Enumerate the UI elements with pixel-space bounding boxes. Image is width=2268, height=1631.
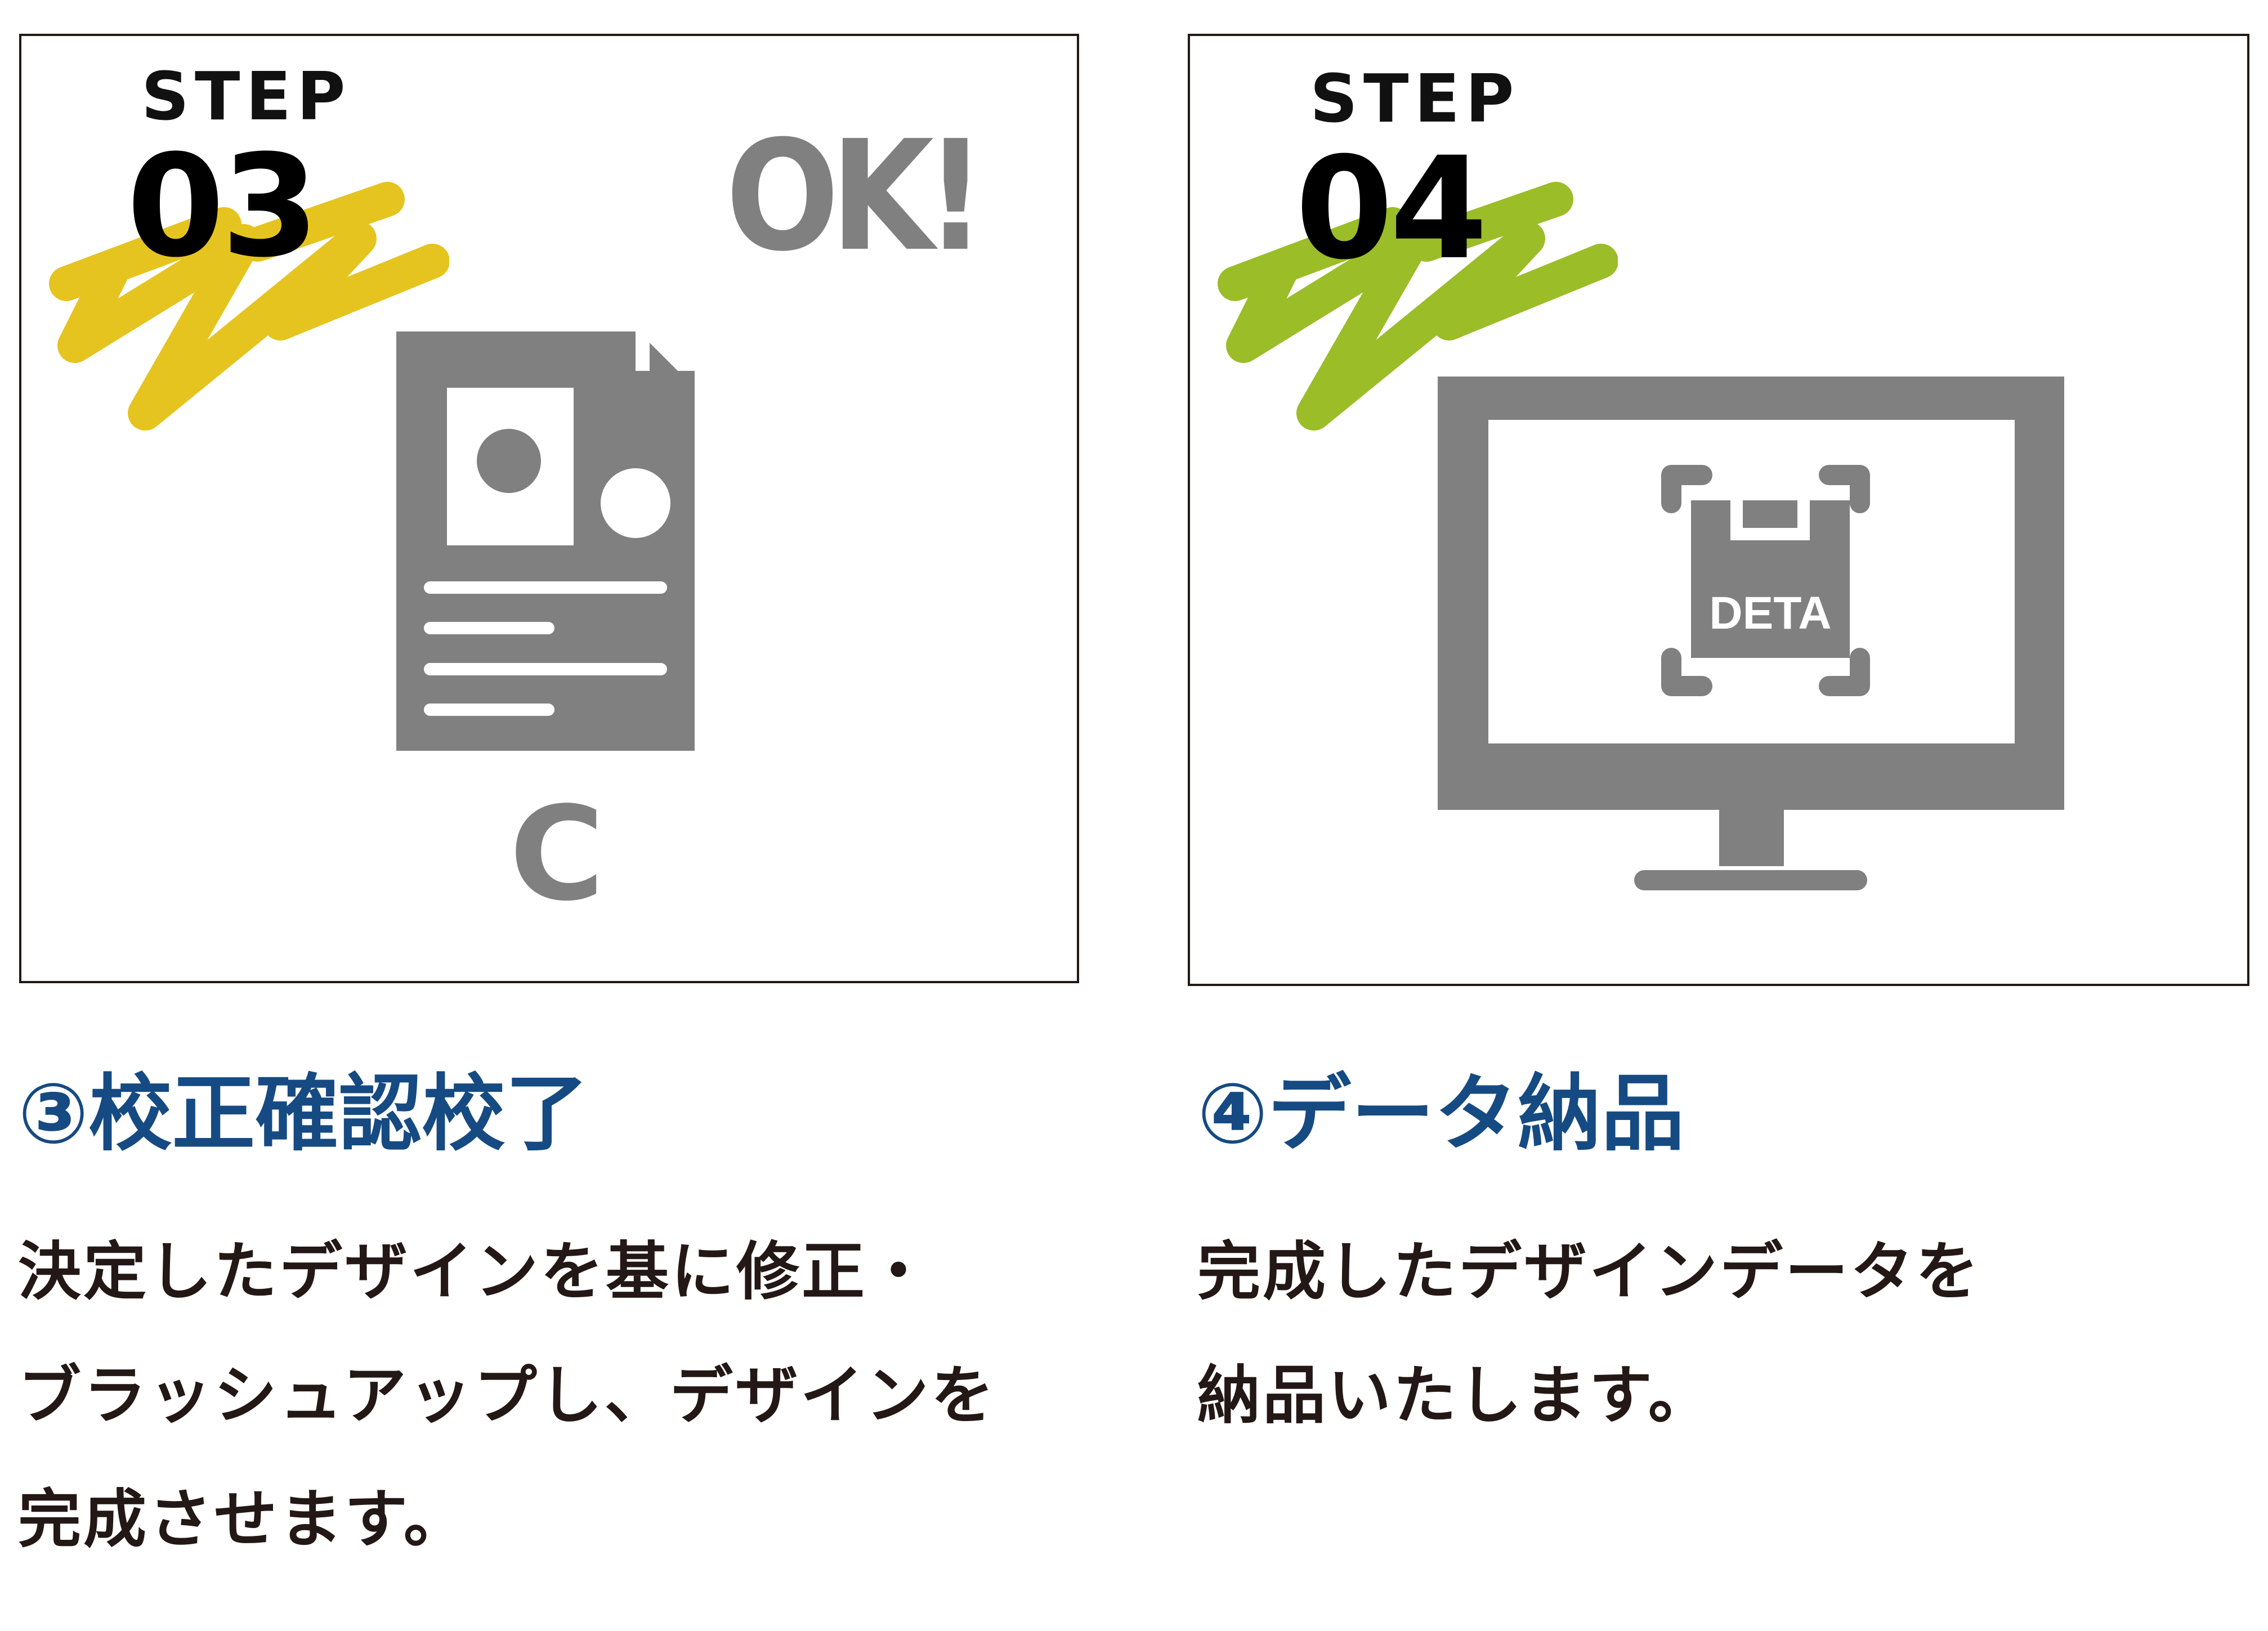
- step-number: 04: [1295, 127, 1488, 290]
- monitor-icon: [1438, 377, 2064, 890]
- step-04-description: 完成したデザインデータを 納品いたします。: [1197, 1210, 1981, 1458]
- document-icon: [396, 331, 695, 751]
- step-04-panel: STEP 04 DETA: [1188, 34, 2249, 986]
- c-mark: C: [509, 779, 605, 930]
- step-label: STEP: [1310, 60, 1520, 137]
- description-line: 決定したデザインを基に修正・: [18, 1235, 932, 1309]
- step-04-title: ④データ納品: [1197, 1065, 1685, 1162]
- step-label: STEP: [141, 57, 351, 135]
- green-scribble-icon: [1218, 182, 1618, 431]
- step-03-description: 決定したデザインを基に修正・ ブラッシュアップし、デザインを 完成させます。: [18, 1210, 996, 1581]
- step-03-title: ③校正確認校了: [18, 1065, 589, 1162]
- yellow-scribble-icon: [49, 182, 449, 431]
- step-number: 03: [127, 124, 319, 288]
- ok-text: OK!: [726, 107, 986, 285]
- description-line: 完成したデザインデータを: [1197, 1235, 1981, 1309]
- description-line: 納品いたします。: [1197, 1359, 1714, 1432]
- step-03-panel: STEP 03 OK! C: [19, 34, 1079, 983]
- box-label: DETA: [1709, 588, 1832, 639]
- description-line: 完成させます。: [18, 1483, 469, 1556]
- description-line: ブラッシュアップし、デザインを: [18, 1359, 996, 1432]
